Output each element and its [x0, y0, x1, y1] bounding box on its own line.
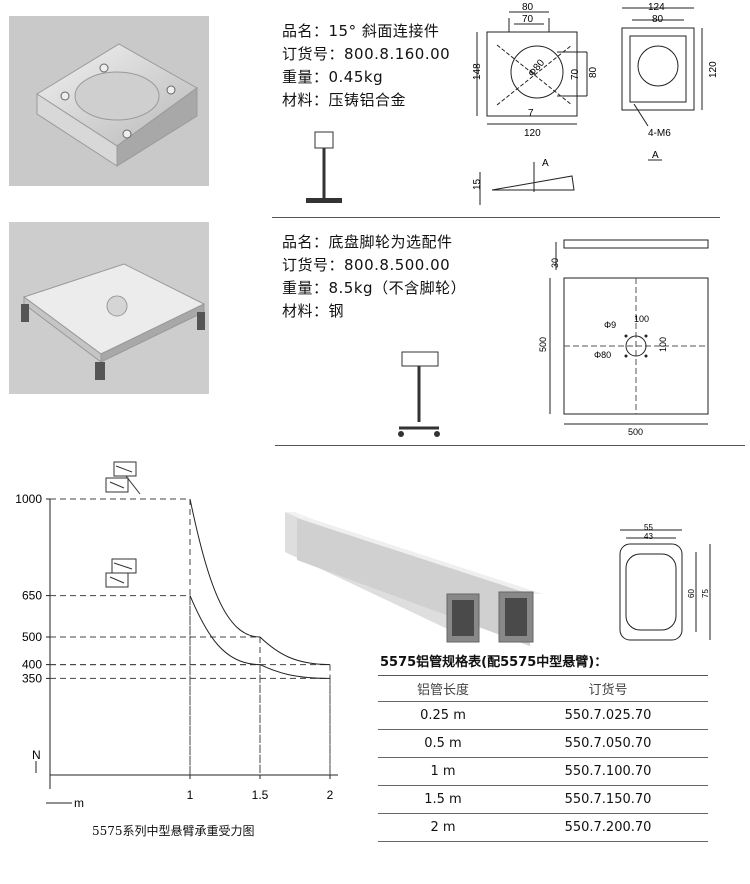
- dim-phi9: Φ9: [604, 320, 616, 330]
- weight: 重量：8.5kg（不含脚轮）: [282, 279, 467, 297]
- weight: 重量：0.45kg: [282, 68, 384, 86]
- cell-length: 1.5 m: [424, 791, 462, 807]
- adapter-drawing: 80 70 148 120 Φ80 80 70 7 124 80 120 4-M…: [472, 2, 719, 205]
- series-line-1: [189, 498, 331, 666]
- spec-table: 铝管长度 订货号 0.25 m 550.7.025.70 0.5 m 550.7…: [378, 677, 708, 842]
- spec-table-title: 5575铝管规格表(配5575中型悬臂)：: [380, 655, 608, 670]
- cell-length: 0.25 m: [420, 707, 466, 723]
- dim-80b: 80: [652, 14, 664, 25]
- table-top-rule: [378, 675, 708, 676]
- y-tick-label: 350: [22, 671, 42, 685]
- material: 材料：钢: [282, 302, 345, 320]
- dim-7: 7: [528, 108, 534, 119]
- y-tick-label: 500: [22, 630, 42, 644]
- dim-120: 120: [524, 128, 541, 139]
- cell-length: 2 m: [430, 819, 456, 835]
- cell-length: 0.5 m: [424, 735, 462, 751]
- y-axis-label: N: [32, 748, 41, 762]
- divider-2: [275, 445, 745, 446]
- dim-500-h: 500: [628, 427, 643, 437]
- series-line-2: [189, 595, 331, 679]
- view-a-label: A: [652, 150, 659, 161]
- base-plate-photo: [9, 222, 209, 394]
- cell-order: 550.7.025.70: [564, 707, 652, 723]
- divider-1: [272, 217, 720, 218]
- dim-60: 60: [687, 589, 696, 598]
- product-name: 品名：15° 斜面连接件: [282, 22, 440, 40]
- table-row: 0.5 m 550.7.050.70: [378, 729, 708, 757]
- x-axis-label: m: [74, 796, 84, 810]
- dim-15: 15: [472, 178, 483, 190]
- dim-100-side: 100: [658, 337, 668, 352]
- x-tick-label: 1.5: [252, 788, 269, 802]
- cell-order: 550.7.100.70: [564, 763, 652, 779]
- cell-order: 550.7.050.70: [564, 735, 652, 751]
- base-plate-drawing: 30 Φ9 100 100 Φ80 500 500: [538, 239, 709, 437]
- product1-specs: 品名：15° 斜面连接件 订货号：800.8.160.00 重量：0.45kg …: [282, 20, 450, 112]
- cell-length: 1 m: [430, 763, 456, 779]
- arm-icon-bottom: [105, 558, 137, 588]
- dim-55: 55: [644, 523, 653, 532]
- cell-order: 550.7.150.70: [564, 791, 652, 807]
- arm-sketch-2: [398, 351, 440, 437]
- dim-30: 30: [550, 258, 560, 268]
- dim-124: 124: [648, 2, 665, 13]
- dim-80-side: 80: [588, 66, 599, 78]
- product-name: 品名：底盘脚轮为选配件: [282, 233, 453, 251]
- dim-4-m6: 4-M6: [648, 128, 671, 139]
- material: 材料：压铸铝合金: [282, 91, 407, 109]
- cell-order: 550.7.200.70: [564, 819, 652, 835]
- y-tick-label: 1000: [15, 492, 42, 506]
- header-order: 订货号: [588, 683, 628, 699]
- adapter-photo: [9, 16, 209, 186]
- dim-80: 80: [522, 2, 534, 13]
- dim-phi80: Φ80: [526, 57, 547, 79]
- y-tick-label: 650: [22, 589, 42, 603]
- table-row: 1 m 550.7.100.70: [378, 757, 708, 785]
- dim-43: 43: [644, 532, 653, 541]
- product2-specs: 品名：底盘脚轮为选配件 订货号：800.8.500.00 重量：8.5kg（不含…: [282, 231, 466, 323]
- dim-70-side: 70: [570, 68, 581, 80]
- dim-100-top: 100: [634, 314, 649, 324]
- order-number: 订货号：800.8.160.00: [282, 45, 451, 63]
- dim-phi80: Φ80: [594, 350, 611, 360]
- dim-75: 75: [701, 589, 710, 598]
- x-tick-label: 2: [327, 788, 334, 802]
- dim-120b: 120: [708, 61, 719, 78]
- arm-icon-top: [105, 461, 141, 495]
- y-tick-label: 400: [22, 658, 42, 672]
- section-a-label: A: [542, 158, 549, 169]
- header-length: 铝管长度: [416, 683, 469, 699]
- dim-500-v: 500: [538, 337, 548, 352]
- dim-70: 70: [522, 14, 534, 25]
- chart-caption: 5575系列中型悬臂承重受力图: [92, 824, 255, 838]
- dim-148: 148: [472, 63, 483, 80]
- tube-section-drawing: 55 43 60 75: [619, 523, 711, 641]
- order-number: 订货号：800.8.500.00: [282, 256, 451, 274]
- table-row: 2 m 550.7.200.70: [378, 813, 708, 841]
- arm-sketch-1: [306, 131, 342, 203]
- table-row: 1.5 m 550.7.150.70: [378, 785, 708, 813]
- x-tick-label: 1: [187, 788, 194, 802]
- tube-photo: [285, 512, 545, 648]
- table-row: 0.25 m 550.7.025.70: [378, 701, 708, 729]
